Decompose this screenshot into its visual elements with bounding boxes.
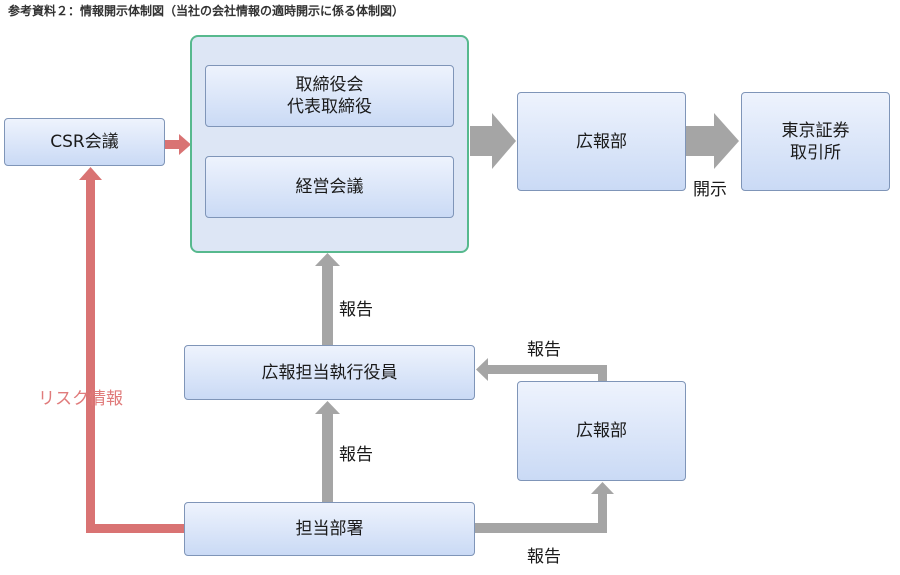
board-label: 取締役会 代表取締役 xyxy=(287,75,372,117)
csr-meeting-label: CSR会議 xyxy=(50,132,119,152)
pr-dept-top-label: 広報部 xyxy=(576,131,627,152)
arrow-dept-to-officer xyxy=(315,401,340,502)
disclose-label: 開示 xyxy=(693,180,727,200)
tse-label: 東京証券 取引所 xyxy=(781,120,850,163)
risk-info-label: リスク情報 xyxy=(38,389,123,409)
page-title: 参考資料２：情報開示体制図（当社の会社情報の適時開示に係る体制図） xyxy=(8,4,405,18)
report-from-dept-label: 報告 xyxy=(339,445,373,465)
pr-officer-box: 広報担当執行役員 xyxy=(184,345,475,400)
arrow-csr-to-board xyxy=(165,134,191,155)
report-to-pr-label: 報告 xyxy=(527,547,561,567)
pr-dept-right-box: 広報部 xyxy=(517,381,686,481)
report-to-mgmt-label: 報告 xyxy=(339,300,373,320)
arrow-pr-to-officer xyxy=(476,358,607,381)
arrow-board-to-pr xyxy=(470,113,516,169)
pr-dept-right-label: 広報部 xyxy=(576,421,627,441)
responsible-dept-box: 担当部署 xyxy=(184,502,475,556)
board-box: 取締役会 代表取締役 xyxy=(205,65,454,127)
tse-box: 東京証券 取引所 xyxy=(741,92,890,191)
pr-dept-top-box: 広報部 xyxy=(517,92,686,191)
management-meeting-box: 経営会議 xyxy=(205,156,454,218)
arrow-risk-to-csr xyxy=(79,167,185,533)
report-from-pr-label: 報告 xyxy=(527,340,561,360)
arrow-pr-to-tse xyxy=(686,113,739,169)
arrow-dept-to-pr xyxy=(474,482,614,533)
management-meeting-label: 経営会議 xyxy=(295,177,364,197)
arrow-officer-to-board xyxy=(315,253,340,345)
responsible-dept-label: 担当部署 xyxy=(295,519,364,539)
pr-officer-label: 広報担当執行役員 xyxy=(261,362,398,383)
csr-meeting-box: CSR会議 xyxy=(4,118,165,166)
